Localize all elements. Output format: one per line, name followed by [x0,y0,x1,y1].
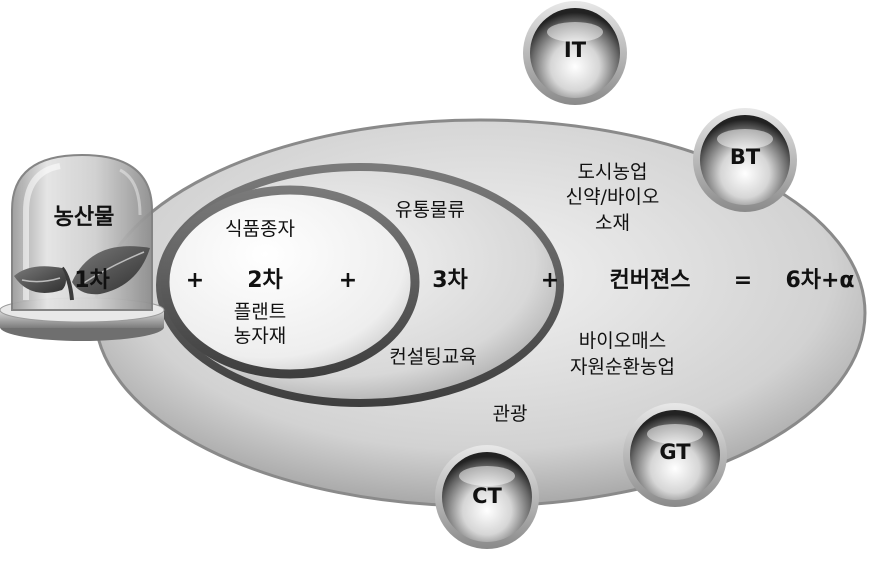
sphere-bt [693,108,797,212]
convergence-top-item-1: 도시농업 [577,161,648,183]
plus-operator-1: + [185,268,205,293]
convergence-extra-item: 관광 [492,403,528,425]
tier-2-label: 2차 [247,268,283,293]
second-bottom-item-1: 플랜트 [233,301,287,323]
sphere-ct [435,445,539,549]
sphere-it [523,1,627,105]
result-label: 6차+α [785,268,855,293]
second-top-item: 식품종자 [225,218,295,240]
convergence-top-item-2: 신약/바이오 [565,186,660,208]
tech-label-gt: GT [659,440,691,464]
sphere-gt [623,403,727,507]
tier-3-label: 3차 [432,268,468,293]
tier-1-label: 1차 [74,268,110,293]
tech-label-ct: CT [472,484,502,508]
convergence-bottom-item-2: 자원순환농업 [570,356,675,378]
convergence-top-item-3: 소재 [595,212,630,234]
plus-operator-2: + [338,268,358,293]
second-ring [160,185,420,379]
sprout-icon [14,246,150,301]
third-top-item: 유통물류 [395,199,465,221]
base-title: 농산물 [53,205,115,230]
convergence-label: 컨버젼스 [609,268,691,293]
equals-operator: = [733,268,753,293]
second-bottom-item-2: 농자재 [233,325,287,347]
tech-label-it: IT [563,38,587,62]
convergence-bottom-item-1: 바이오매스 [578,330,667,352]
third-bottom-item: 컨설팅교육 [389,346,477,368]
tech-label-bt: BT [729,145,761,169]
plus-operator-3: + [540,268,560,293]
